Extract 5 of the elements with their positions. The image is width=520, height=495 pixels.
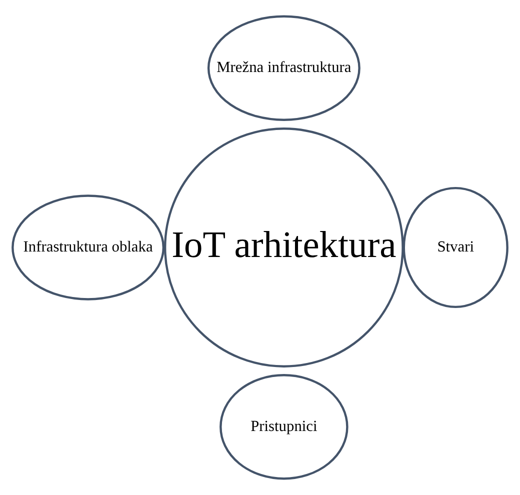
node-circle: IoT arhitektura	[164, 128, 404, 368]
node-ellipse: Mrežna infrastruktura	[207, 15, 360, 121]
node-ellipse: Pristupnici	[220, 374, 348, 480]
node-ellipse: Stvari	[402, 186, 508, 308]
node-ellipse: Infrastruktura oblaka	[12, 194, 165, 300]
